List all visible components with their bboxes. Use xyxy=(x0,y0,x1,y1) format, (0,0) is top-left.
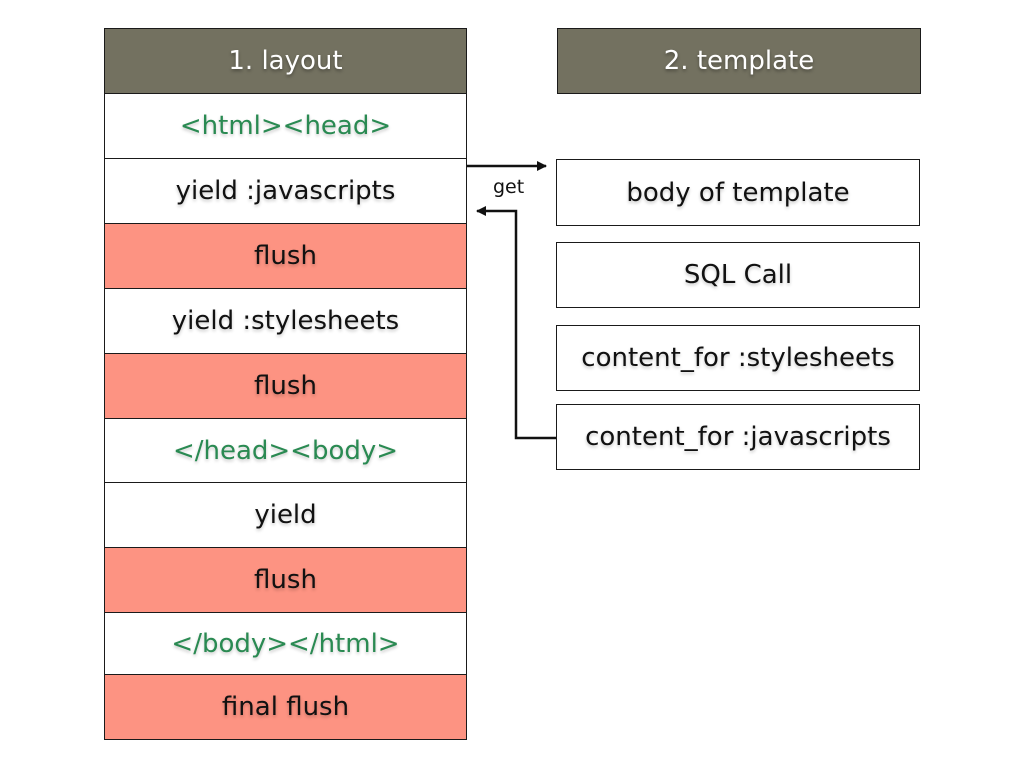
layout-row-flush-1: flush xyxy=(104,223,467,289)
template-item-content-for-javascripts: content_for :javascripts xyxy=(556,404,920,470)
layout-row-yield-stylesheets: yield :stylesheets xyxy=(104,288,467,354)
layout-row-yield-javascripts: yield :javascripts xyxy=(104,158,467,224)
layout-header: 1. layout xyxy=(104,28,467,94)
return-arrow xyxy=(476,206,556,440)
get-label: get xyxy=(493,176,525,198)
layout-row-flush-2: flush xyxy=(104,353,467,419)
template-header: 2. template xyxy=(557,28,921,94)
layout-row-close-head-open-body: </head><body> xyxy=(104,418,467,483)
layout-row-flush-3: flush xyxy=(104,547,467,613)
template-item-body: body of template xyxy=(556,159,920,226)
layout-row-yield: yield xyxy=(104,482,467,548)
template-item-content-for-stylesheets: content_for :stylesheets xyxy=(556,325,920,391)
layout-row-close-body-html: </body></html> xyxy=(104,612,467,675)
layout-row-final-flush: final flush xyxy=(104,674,467,740)
template-item-sql-call: SQL Call xyxy=(556,242,920,308)
